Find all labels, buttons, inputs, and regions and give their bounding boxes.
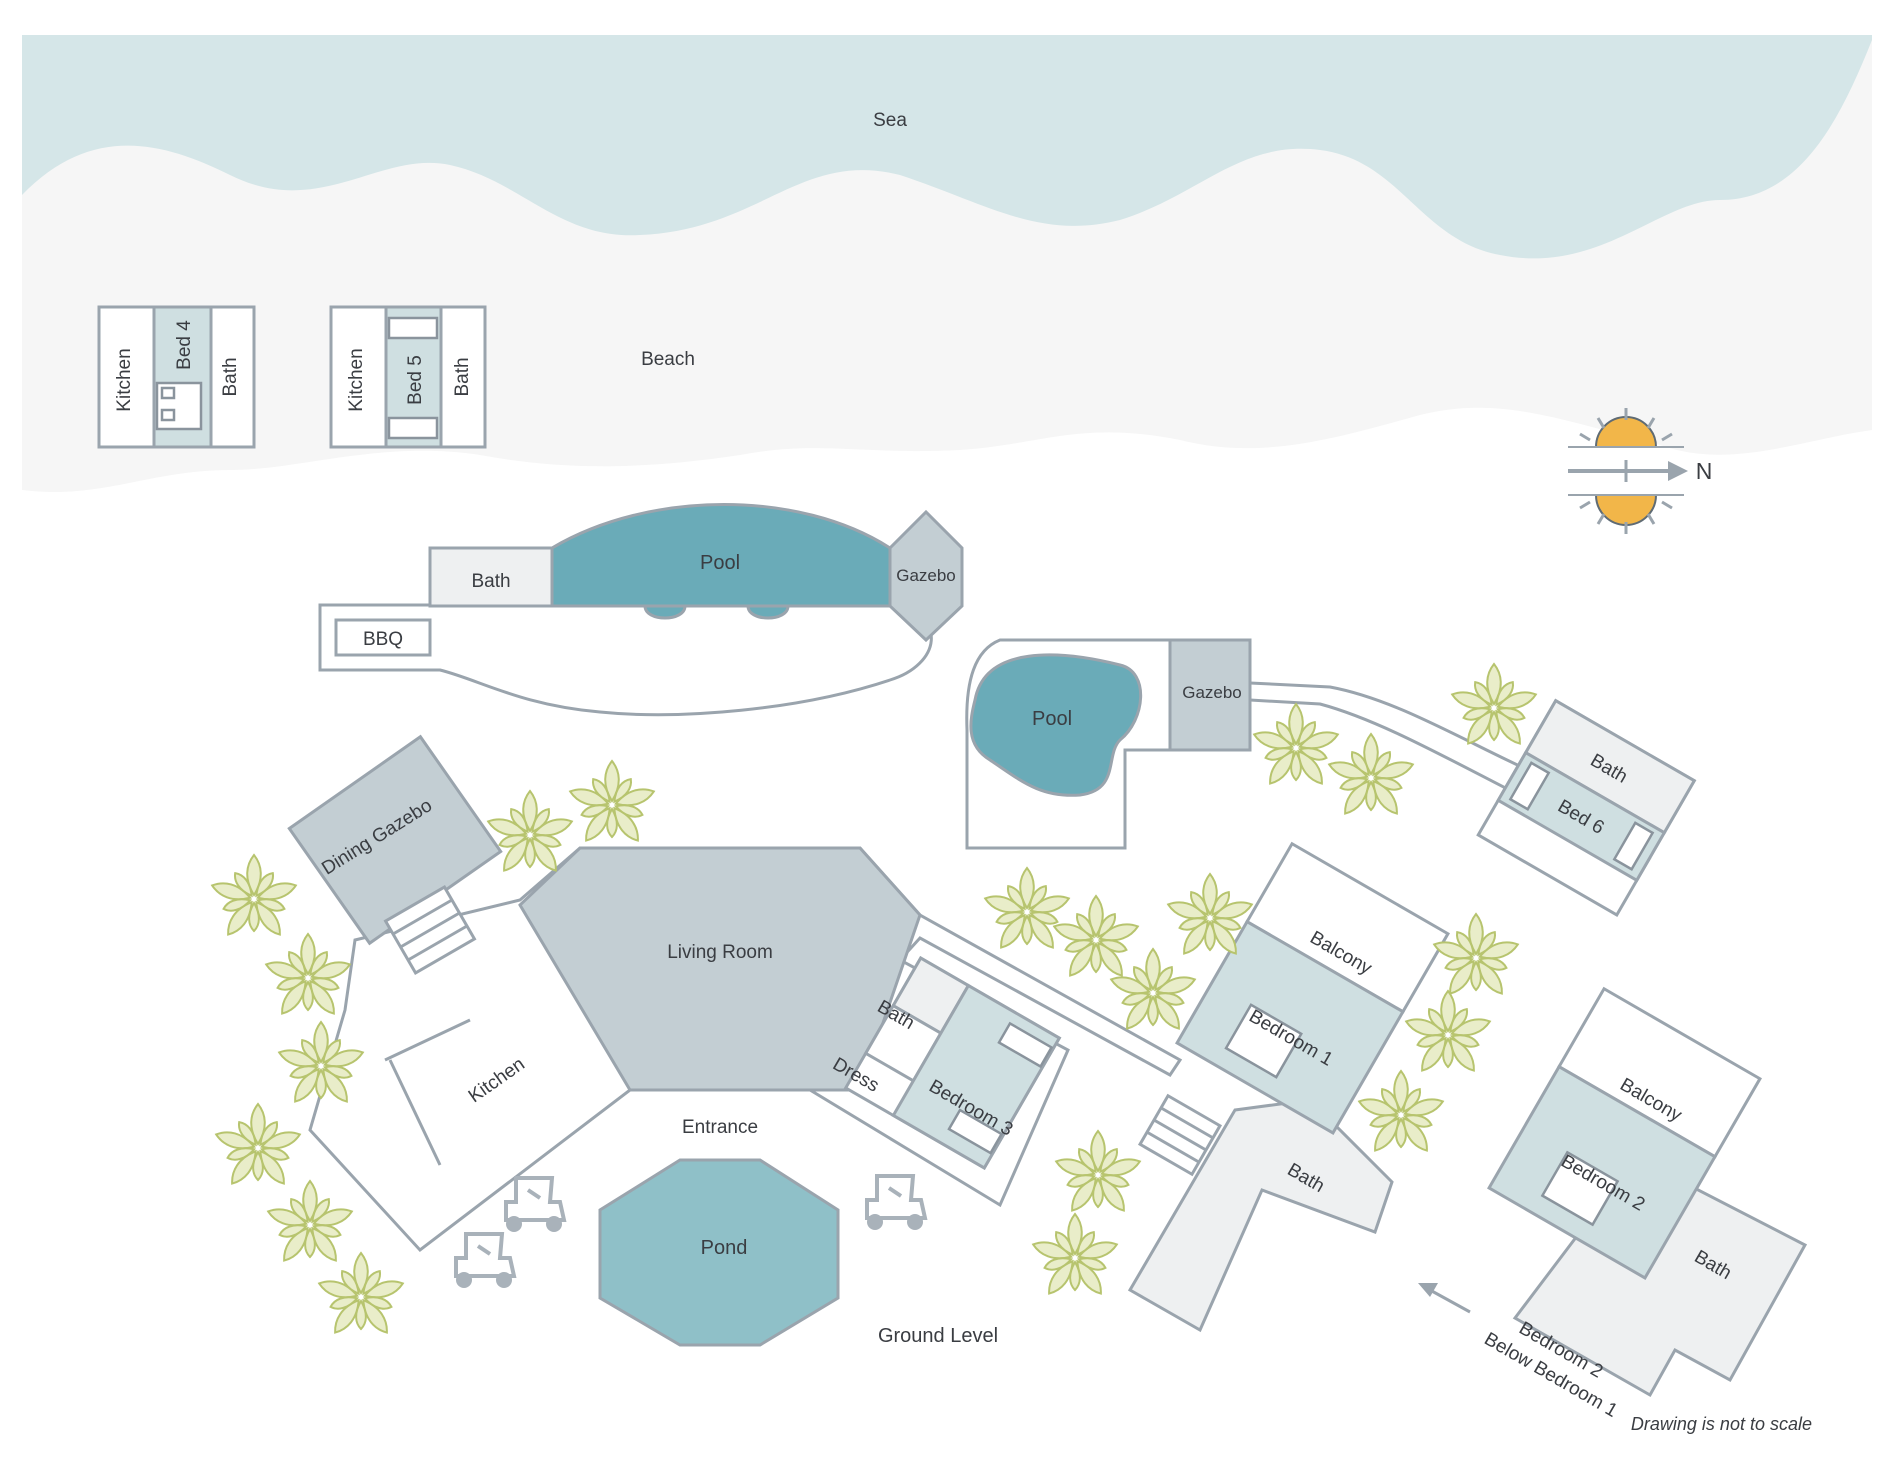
palm-plant-icon [1326, 733, 1416, 819]
golf-cart-icon [504, 1176, 566, 1234]
cabin2-kitchen-label: Kitchen [346, 348, 367, 411]
palm-plant-icon [1053, 1130, 1143, 1216]
wing-1: Balcony Bedroom 1 Bath [1127, 841, 1450, 1333]
golf-cart-icon [454, 1232, 516, 1290]
palm-plant-icon [485, 790, 575, 876]
cabin2-bath-label: Bath [452, 357, 473, 396]
compass: N [1568, 408, 1712, 534]
pool1-bath-label: Bath [471, 571, 510, 592]
compass-arrow-icon [1568, 446, 1688, 496]
main-house: Dining Gazebo Living Room Kitchen Bath D… [287, 734, 1183, 1347]
pool1-gazebo-label: Gazebo [896, 566, 956, 585]
pond [598, 1158, 840, 1347]
pool1-pool-label: Pool [700, 552, 740, 574]
palm-plant-icon [265, 1180, 355, 1266]
stairs-icon [383, 884, 477, 976]
pool-area-1: Bath Pool Gazebo BBQ [318, 503, 964, 717]
bed6-cabin: Bath Bed 6 [1476, 698, 1697, 918]
compass-north-label: N [1696, 458, 1713, 484]
palm-plant-icon [1431, 913, 1521, 999]
cabin1-bath-label: Bath [220, 357, 241, 396]
double-bed-icon [1540, 1150, 1620, 1227]
cabin1-kitchen-label: Kitchen [114, 348, 135, 411]
bbq [334, 618, 432, 657]
palm-plant-icon [316, 1252, 406, 1338]
palm-plant-icon [1251, 703, 1341, 789]
golf-cart-icon [865, 1174, 927, 1232]
palm-plant-icon [1403, 990, 1493, 1076]
double-bed-icon [1224, 1003, 1303, 1079]
sun-icon [1579, 408, 1673, 534]
cabin1-bed-label: Bed 4 [174, 320, 195, 370]
pool1-pool [550, 503, 892, 608]
pool2-gazebo [1168, 638, 1252, 752]
single-bed-icon [947, 1108, 1004, 1155]
single-bed-icon [997, 1021, 1054, 1069]
sea-label: Sea [873, 110, 907, 131]
palm-plant-icon [213, 1103, 303, 1189]
entrance-label: Entrance [682, 1117, 758, 1138]
palm-plant-icon [1356, 1070, 1446, 1156]
palm-plant-icon [567, 760, 657, 846]
single-bed-icon [1508, 761, 1551, 811]
palm-plant-icon [209, 854, 299, 940]
palm-plant-icon [1108, 948, 1198, 1034]
bbq-label: BBQ [363, 629, 403, 650]
ground-level-label: Ground Level [878, 1325, 998, 1347]
palm-plant-icon [982, 867, 1072, 953]
pool2-pool [969, 653, 1143, 797]
pool2-gazebo-label: Gazebo [1182, 683, 1242, 702]
single-bed-icon [1612, 821, 1655, 871]
scale-note: Drawing is not to scale [1631, 1414, 1812, 1434]
beach-cabin-1: Kitchen Bed 4 Bath [97, 305, 256, 449]
single-bed-icon [387, 416, 439, 440]
wing-2: Balcony Bedroom 2 Bath [1487, 986, 1808, 1398]
pond-label: Pond [701, 1237, 748, 1259]
stairs-icon [1137, 1093, 1223, 1177]
palm-plant-icon [1449, 663, 1539, 749]
palm-plant-icon [263, 933, 353, 1019]
beach-cabin-2: Kitchen Bed 5 Bath [329, 305, 487, 449]
beach-label: Beach [641, 349, 695, 370]
single-bed-icon [387, 316, 439, 340]
pool1-gazebo [888, 509, 964, 643]
cabin2-bed-label: Bed 5 [405, 355, 426, 405]
pool-area-2: Pool Gazebo [965, 638, 1551, 850]
living-room-label: Living Room [667, 942, 773, 963]
palm-plant-icon [1051, 895, 1141, 981]
pool2-pool-label: Pool [1032, 708, 1072, 730]
pool1-bath [428, 546, 554, 608]
palm-plant-icon [1030, 1213, 1120, 1299]
